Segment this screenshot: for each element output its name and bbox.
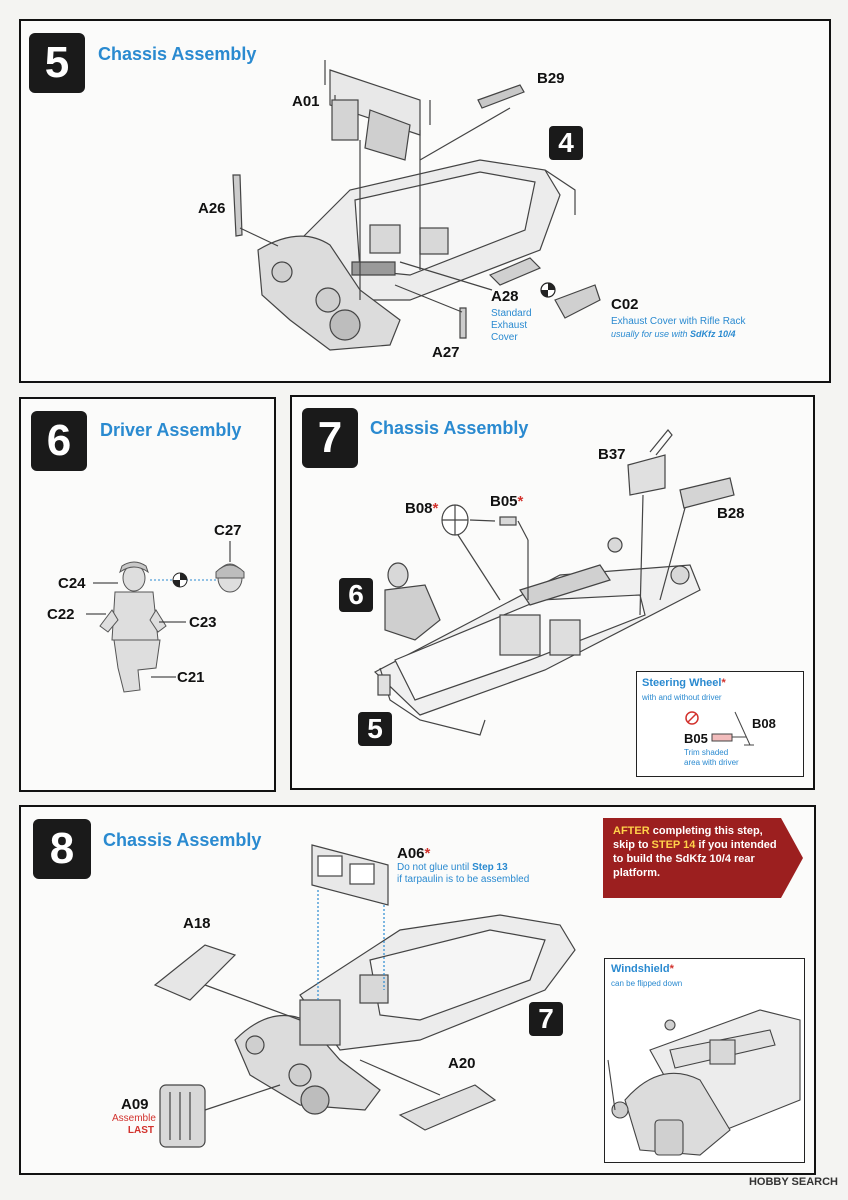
part-a09-label: A09 xyxy=(121,1096,149,1113)
callout-line2: skip to STEP 14 if you intended xyxy=(613,839,777,851)
part-c02-label: C02 xyxy=(611,296,639,313)
part-a06-text: A06 xyxy=(397,845,425,862)
a09-note-line1: Assemble xyxy=(112,1113,156,1124)
step-8-title: Chassis Assembly xyxy=(103,830,262,850)
step-6-number: 6 xyxy=(31,411,87,471)
part-b05-label: B05* xyxy=(490,493,523,510)
part-a18-label: A18 xyxy=(183,915,211,932)
part-b37-label: B37 xyxy=(598,446,626,463)
step-7-ref-6: 6 xyxy=(339,578,373,612)
c02-note-line2: usually for use with SdKfz 10/4 xyxy=(611,329,736,339)
trim-note: Trim shaded area with driver xyxy=(684,748,739,768)
part-a01-label: A01 xyxy=(292,93,320,110)
part-b28-label: B28 xyxy=(717,505,745,522)
part-c24-label: C24 xyxy=(58,575,86,592)
a06-note-line1: Do not glue until Step 13 xyxy=(397,862,508,873)
part-c23-label: C23 xyxy=(189,614,217,631)
step-7-number: 7 xyxy=(302,408,358,468)
a28-note-line2: Exhaust xyxy=(491,320,528,331)
step-7-ref-5: 5 xyxy=(358,712,392,746)
a28-note: Standard Exhaust Cover xyxy=(491,308,532,344)
part-c27-label: C27 xyxy=(214,522,242,539)
step-8-ref-7: 7 xyxy=(529,1002,563,1036)
callout-line3: to build the SdKfz 10/4 rear xyxy=(613,853,755,865)
step-5-ref-4: 4 xyxy=(549,126,583,160)
steering-wheel-title: Steering Wheel* xyxy=(642,677,726,689)
windshield-title-text: Windshield xyxy=(611,963,670,975)
part-c22-label: C22 xyxy=(47,606,75,623)
part-b05-text: B05 xyxy=(490,493,518,510)
steering-b05-label: B05 xyxy=(684,731,708,746)
steering-wheel-asterisk: * xyxy=(721,677,726,689)
a06-asterisk: * xyxy=(424,845,431,862)
step-5-number: 5 xyxy=(29,33,85,93)
part-b08-text: B08 xyxy=(405,500,433,517)
part-b08-label: B08* xyxy=(405,500,438,517)
windshield-title: Windshield* xyxy=(611,963,674,975)
part-a20-label: A20 xyxy=(448,1055,476,1072)
a09-note-line2: LAST xyxy=(127,1125,154,1136)
step-14-callout-shape xyxy=(603,818,803,898)
part-a06-label: A06* xyxy=(397,845,430,862)
a06-note: Do not glue until Step 13 if tarpaulin i… xyxy=(397,862,529,886)
step-6-title: Driver Assembly xyxy=(100,420,242,440)
hobby-search-watermark: HOBBY SEARCH xyxy=(748,1176,838,1188)
windshield-asterisk: * xyxy=(669,963,674,975)
part-b29-label: B29 xyxy=(537,70,565,87)
callout-line1: AFTER completing this step, xyxy=(613,825,763,837)
step-5-title: Chassis Assembly xyxy=(98,44,257,64)
part-a28-label: A28 xyxy=(491,288,519,305)
windshield-subtitle: can be flipped down xyxy=(611,979,683,988)
b08-asterisk: * xyxy=(432,500,439,517)
callout-line4: platform. xyxy=(613,867,661,879)
a28-note-line1: Standard xyxy=(491,308,532,319)
c02-note: Exhaust Cover with Rifle Rack usually fo… xyxy=(611,316,746,340)
step-14-callout-text: AFTER completing this step, skip to STEP… xyxy=(613,824,778,880)
a28-note-line3: Cover xyxy=(491,332,518,343)
a06-note-line2: if tarpaulin is to be assembled xyxy=(397,874,530,885)
c02-note-line1: Exhaust Cover with Rifle Rack xyxy=(611,316,746,327)
step-8-number: 8 xyxy=(33,819,91,879)
steering-wheel-title-text: Steering Wheel xyxy=(642,677,722,689)
part-c21-label: C21 xyxy=(177,669,205,686)
steering-wheel-box xyxy=(636,671,804,777)
steering-b08-label: B08 xyxy=(752,716,776,731)
b05-asterisk: * xyxy=(517,493,524,510)
part-a27-label: A27 xyxy=(432,344,460,361)
trim-note-line1: Trim shaded xyxy=(684,748,729,757)
step-7-title: Chassis Assembly xyxy=(370,418,529,438)
steering-wheel-subtitle: with and without driver xyxy=(642,693,722,702)
part-a26-label: A26 xyxy=(198,200,226,217)
trim-note-line2: area with driver xyxy=(684,758,739,767)
a09-note: Assemble LAST xyxy=(112,1113,156,1137)
